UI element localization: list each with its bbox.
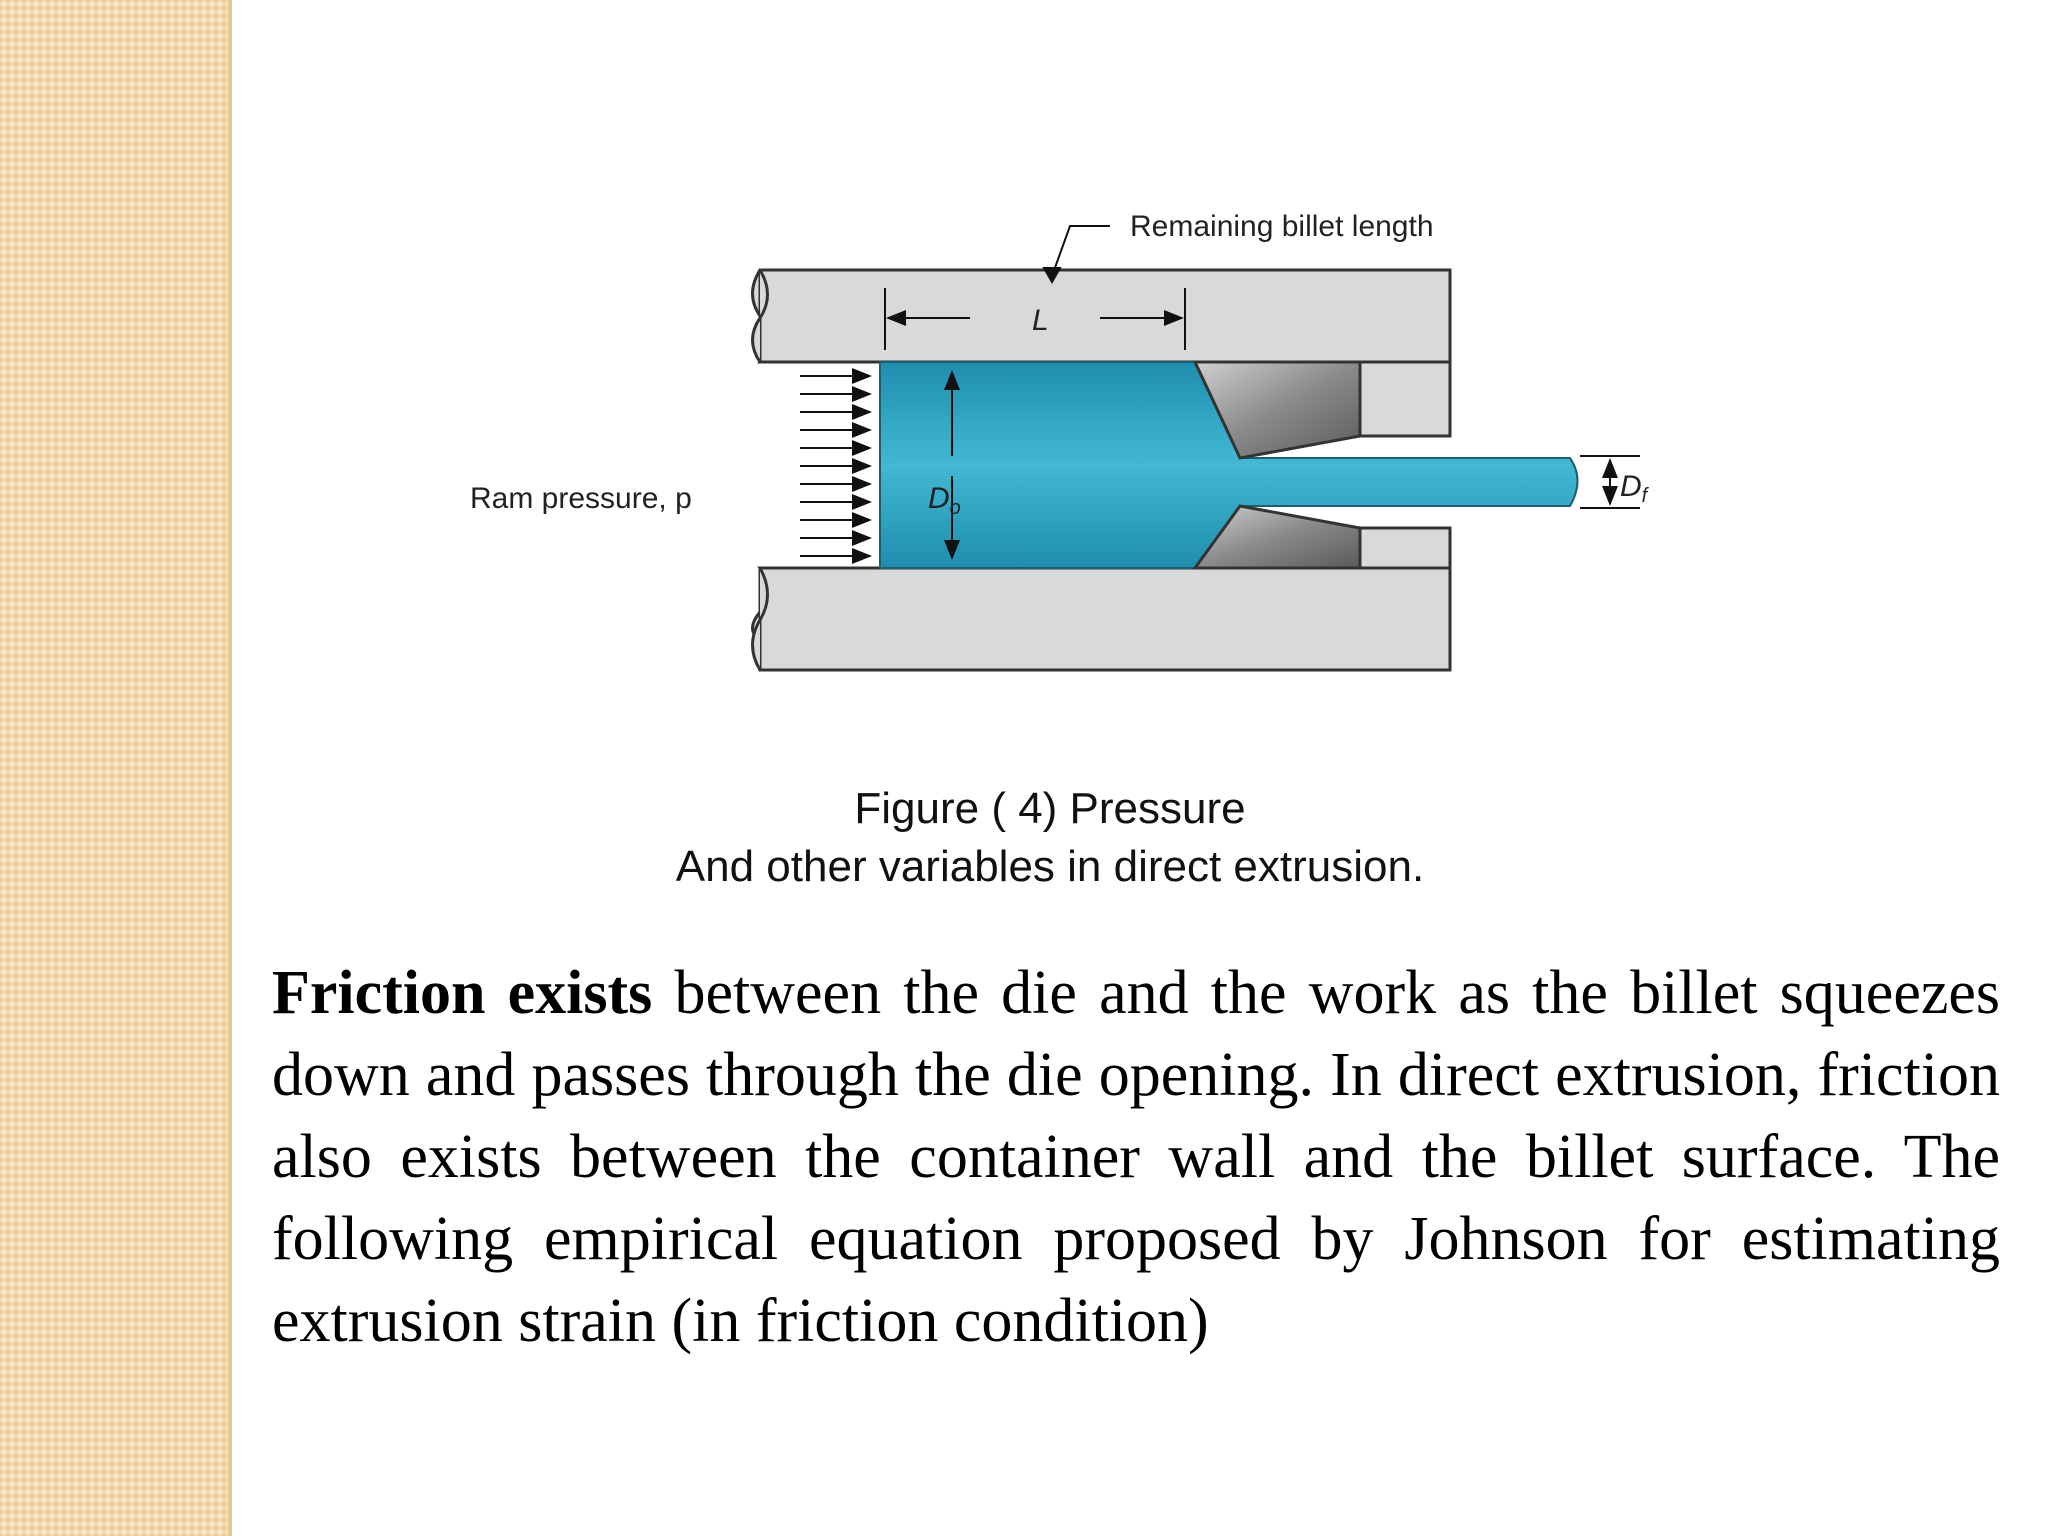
decorative-side-strip	[0, 0, 228, 1536]
df-label: Df	[1620, 470, 1650, 507]
length-dimension	[884, 288, 1186, 350]
extrusion-diagram: L Remaining billet length Do Df	[470, 210, 1650, 672]
d0-label: Do	[928, 482, 961, 519]
die-upper	[1192, 360, 1362, 460]
container-bottom-slab-break	[751, 567, 769, 671]
extrusion-figure: L Remaining billet length Do Df	[440, 150, 1730, 750]
df-dimension	[1580, 455, 1640, 509]
container-top-slab-break	[751, 269, 769, 363]
caption-line-1: Figure ( 4) Pressure	[854, 784, 1246, 833]
die-lower	[1192, 504, 1362, 570]
ram-pressure-arrows	[800, 368, 872, 564]
side-strip-edge	[228, 0, 232, 1536]
paragraph-text: between the die and the work as the bill…	[272, 959, 2001, 1355]
container-bottom-slab	[758, 566, 1452, 672]
remaining-billet-label: Remaining billet length	[1130, 210, 1434, 243]
container-top-slab	[758, 268, 1452, 364]
ram-pressure-label: Ram pressure, p	[470, 482, 692, 515]
remaining-billet-leader	[1042, 225, 1110, 285]
caption-line-2: And other variables in direct extrusion.	[675, 842, 1425, 891]
body-paragraph: Friction exists between the die and the …	[272, 952, 2000, 1362]
container-right-lower	[1358, 526, 1452, 570]
figure-caption: Figure ( 4) Pressure And other variables…	[600, 780, 1500, 896]
length-symbol: L	[1032, 304, 1049, 337]
paragraph-bold-lead: Friction exists	[272, 959, 653, 1027]
container-right-upper	[1358, 360, 1452, 438]
